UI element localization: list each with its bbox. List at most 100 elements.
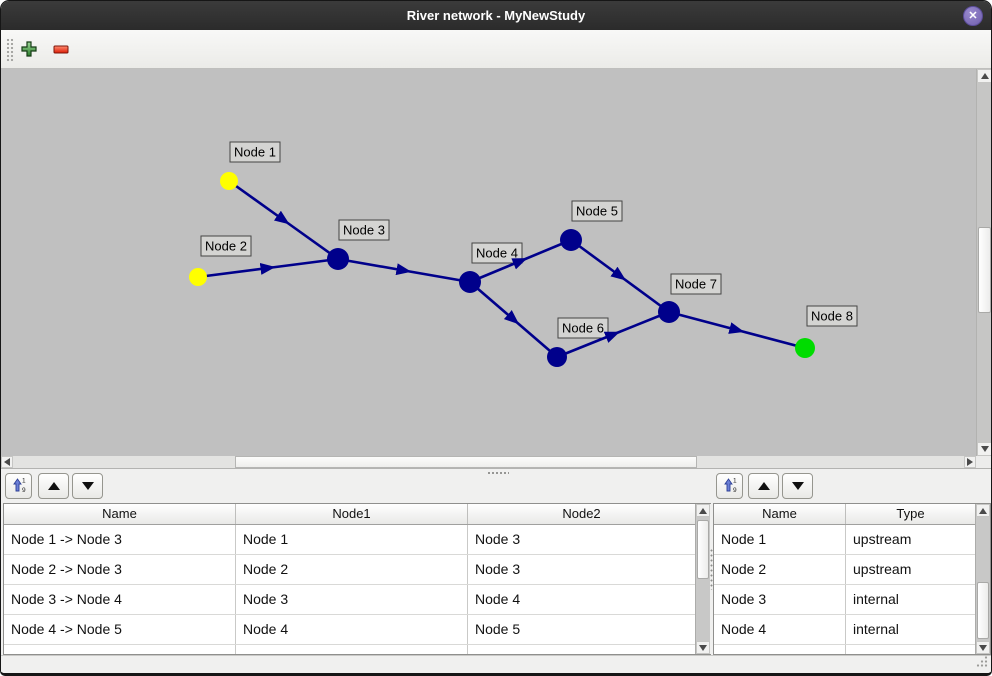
scroll-right-button[interactable] bbox=[964, 456, 976, 468]
table-row[interactable]: Node 2 upstream bbox=[714, 555, 975, 585]
scroll-down-button[interactable] bbox=[976, 641, 990, 654]
table-cell[interactable]: Node 1 -> Node 3 bbox=[4, 525, 236, 554]
scroll-up-button[interactable] bbox=[976, 504, 990, 517]
table-cell[interactable]: Node 4 bbox=[714, 615, 846, 644]
vertical-scroll-thumb[interactable] bbox=[697, 520, 709, 579]
node-label-box-node-2[interactable] bbox=[200, 235, 252, 257]
column-header-node1[interactable]: Node1 bbox=[236, 504, 468, 524]
node-node-1[interactable] bbox=[220, 172, 238, 190]
sort-ascending-1-9-icon: 1 9 bbox=[10, 476, 28, 497]
branches-move-down-button[interactable] bbox=[72, 473, 103, 499]
edge-node-3-node-4[interactable] bbox=[337, 257, 471, 284]
table-cell[interactable]: Node 5 bbox=[475, 621, 521, 637]
table-cell[interactable]: Node 4 bbox=[236, 615, 468, 644]
branches-sort-button[interactable]: 1 9 bbox=[5, 473, 32, 499]
table-cell[interactable]: Node 2 -> Node 3 bbox=[4, 555, 236, 584]
table-cell[interactable]: Node 3 bbox=[236, 585, 468, 614]
node-label-box-node-6[interactable] bbox=[557, 317, 609, 339]
edge-node-6-node-7[interactable] bbox=[556, 310, 670, 359]
scroll-left-button[interactable] bbox=[1, 456, 13, 468]
edge-node-5-node-7[interactable] bbox=[570, 238, 670, 314]
triangle-left-icon bbox=[4, 458, 10, 466]
node-label-box-node-3[interactable] bbox=[338, 219, 390, 241]
vertical-scroll-thumb[interactable] bbox=[977, 582, 989, 639]
edge-node-4-node-6[interactable] bbox=[469, 281, 558, 358]
triangle-down-icon bbox=[980, 446, 989, 452]
table-splitter-vertical[interactable] bbox=[710, 504, 713, 654]
table-row[interactable]: Node 4 internal bbox=[714, 615, 975, 645]
nodes-sort-button[interactable]: 1 9 bbox=[716, 473, 743, 499]
triangle-up-icon bbox=[699, 507, 707, 514]
canvas-horizontal-scrollbar[interactable] bbox=[1, 456, 976, 468]
node-node-3[interactable] bbox=[327, 248, 349, 270]
scroll-down-button[interactable] bbox=[977, 442, 991, 456]
node-node-7[interactable] bbox=[658, 301, 680, 323]
horizontal-scroll-thumb[interactable] bbox=[235, 456, 697, 468]
status-bar bbox=[1, 654, 991, 673]
column-header-name[interactable]: Name bbox=[4, 504, 236, 524]
nodes-move-up-button[interactable] bbox=[748, 473, 779, 499]
node-label-box-node-1[interactable] bbox=[229, 141, 281, 163]
table-cell[interactable]: upstream bbox=[853, 561, 912, 577]
node-node-6[interactable] bbox=[547, 347, 567, 367]
table-row[interactable]: Node 3 internal bbox=[714, 585, 975, 615]
nodes-table-scrollbar[interactable] bbox=[975, 504, 990, 654]
table-cell[interactable]: Node 2 bbox=[236, 555, 468, 584]
titlebar[interactable]: River network - MyNewStudy ✕ bbox=[1, 1, 991, 31]
node-node-5[interactable] bbox=[560, 229, 582, 251]
column-header-node2[interactable]: Node2 bbox=[562, 506, 601, 521]
branches-table-scrollbar[interactable] bbox=[695, 504, 710, 654]
close-button[interactable]: ✕ bbox=[963, 6, 983, 26]
table-cell[interactable]: Node 4 -> Node 5 bbox=[4, 615, 236, 644]
toolbar-drag-handle[interactable] bbox=[6, 38, 14, 62]
edge-node-2-node-3[interactable] bbox=[197, 257, 339, 279]
node-label-box-node-5[interactable] bbox=[571, 200, 623, 222]
table-cell[interactable]: Node 3 bbox=[714, 585, 846, 614]
table-cell[interactable]: Node 3 bbox=[475, 531, 521, 547]
table-cell[interactable]: Node 3 -> Node 4 bbox=[4, 585, 236, 614]
node-label-box-node-8[interactable] bbox=[806, 305, 858, 327]
table-cell[interactable]: Node 1 bbox=[714, 525, 846, 554]
table-cell[interactable]: internal bbox=[853, 621, 899, 637]
scroll-up-button[interactable] bbox=[696, 504, 710, 517]
edge-node-4-node-5[interactable] bbox=[469, 238, 572, 284]
node-node-4[interactable] bbox=[459, 271, 481, 293]
column-header-type[interactable]: Type bbox=[896, 506, 925, 521]
table-cell[interactable]: Node 3 bbox=[475, 561, 521, 577]
table-cell[interactable]: Node 4 bbox=[475, 591, 521, 607]
node-label-box-node-4[interactable] bbox=[471, 242, 523, 264]
edge-node-1-node-3[interactable] bbox=[228, 179, 339, 261]
scroll-up-button[interactable] bbox=[977, 69, 991, 83]
node-label-text: Node 8 bbox=[811, 309, 853, 324]
table-row[interactable]: Node 1 upstream bbox=[714, 525, 975, 555]
branches-move-up-button[interactable] bbox=[38, 473, 69, 499]
canvas-vertical-scrollbar[interactable] bbox=[976, 69, 991, 456]
toolbar bbox=[1, 30, 991, 69]
table-cell[interactable]: Node 1 bbox=[236, 525, 468, 554]
column-header-name[interactable]: Name bbox=[714, 504, 846, 524]
scrollbar-corner bbox=[976, 456, 991, 468]
node-node-8[interactable] bbox=[795, 338, 815, 358]
resize-grip-icon[interactable] bbox=[975, 654, 988, 672]
arrow-down-icon bbox=[81, 482, 94, 490]
remove-button[interactable] bbox=[48, 37, 74, 63]
table-cell[interactable]: Node 2 bbox=[714, 555, 846, 584]
vertical-scroll-thumb[interactable] bbox=[978, 227, 991, 313]
splitter-grip-icon bbox=[487, 471, 509, 475]
node-label-box-node-7[interactable] bbox=[670, 273, 722, 295]
pane-splitter-horizontal[interactable] bbox=[1, 468, 991, 475]
add-button[interactable] bbox=[16, 37, 42, 63]
table-cell[interactable]: upstream bbox=[853, 531, 912, 547]
scroll-down-button[interactable] bbox=[696, 641, 710, 654]
edge-node-7-node-8[interactable] bbox=[668, 310, 806, 350]
splitter-grip-icon bbox=[710, 548, 713, 590]
node-node-2[interactable] bbox=[189, 268, 207, 286]
nodes-move-down-button[interactable] bbox=[782, 473, 813, 499]
table-cell[interactable]: internal bbox=[853, 591, 899, 607]
